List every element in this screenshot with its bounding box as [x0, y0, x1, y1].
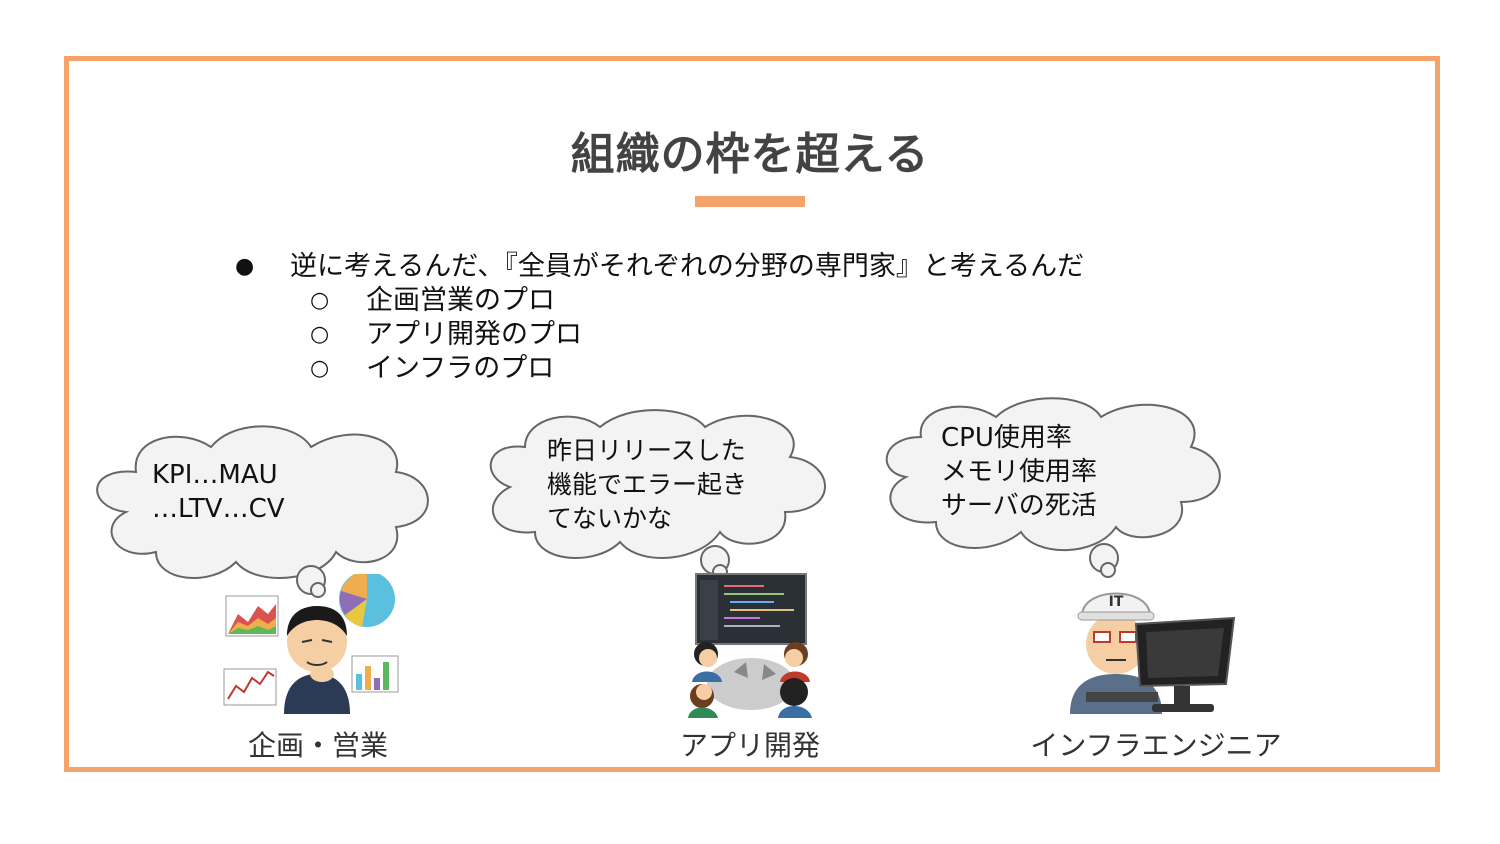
cloud-line: 昨日リリースした — [547, 436, 746, 465]
cloud-text-planner: KPI…MAU …LTV…CV — [152, 458, 285, 526]
sub-bullet-text: アプリ開発のプロ — [366, 319, 582, 350]
thought-cloud-planner — [96, 425, 429, 598]
sub-bullet-circle: ○ — [310, 288, 330, 313]
cloud-line: CPU使用率 — [941, 423, 1072, 453]
cloud-line: メモリ使用率 — [941, 457, 1098, 487]
sub-bullet-text: インフラのプロ — [366, 353, 555, 384]
slide-title: 組織の枠を超える — [570, 129, 930, 180]
cloud-text-developer: 昨日リリースした 機能でエラー起き てないかな — [547, 434, 747, 536]
bullet-text: 逆に考えるんだ、『全員がそれぞれの分野の専門家』と考えるんだ — [290, 251, 1085, 282]
thought-cloud-infra — [885, 397, 1221, 578]
planner-person-with-charts-icon — [223, 574, 399, 714]
role-caption-developer: アプリ開発 — [679, 729, 820, 762]
bullet-list: ● 逆に考えるんだ、『全員がそれぞれの分野の専門家』と考えるんだ ○ 企画営業の… — [230, 250, 1084, 386]
cloud-text-infra: CPU使用率 メモリ使用率 サーバの死活 — [941, 421, 1097, 523]
cloud-line: KPI…MAU — [152, 460, 278, 490]
slide-frame — [64, 56, 1440, 772]
engineer-with-helmet-and-monitor-icon: IT — [1070, 592, 1236, 714]
sub-bullet-item: ○ アプリ開発のプロ — [230, 318, 1084, 352]
role-caption-infra: インフラエンジニア — [1030, 729, 1282, 762]
helmet-label: IT — [1109, 594, 1124, 610]
sub-bullet-item: ○ インフラのプロ — [230, 352, 1084, 386]
bullet-dot: ● — [235, 254, 255, 279]
bullet-item-main: ● 逆に考えるんだ、『全員がそれぞれの分野の専門家』と考えるんだ — [230, 250, 1084, 284]
cloud-line: 機能でエラー起き — [547, 470, 748, 499]
cloud-line: …LTV…CV — [152, 494, 285, 524]
thought-cloud-developer — [489, 409, 826, 580]
title-underline — [695, 196, 805, 207]
cloud-line: てないかな — [547, 504, 673, 533]
cloud-line: サーバの死活 — [941, 491, 1097, 521]
role-caption-planner: 企画・営業 — [247, 729, 388, 762]
sub-bullet-text: 企画営業のプロ — [366, 285, 555, 316]
sub-bullet-item: ○ 企画営業のプロ — [230, 284, 1084, 318]
developers-meeting-at-monitor-icon — [688, 573, 812, 718]
sub-bullet-circle: ○ — [310, 322, 330, 347]
sub-bullet-circle: ○ — [310, 356, 330, 381]
